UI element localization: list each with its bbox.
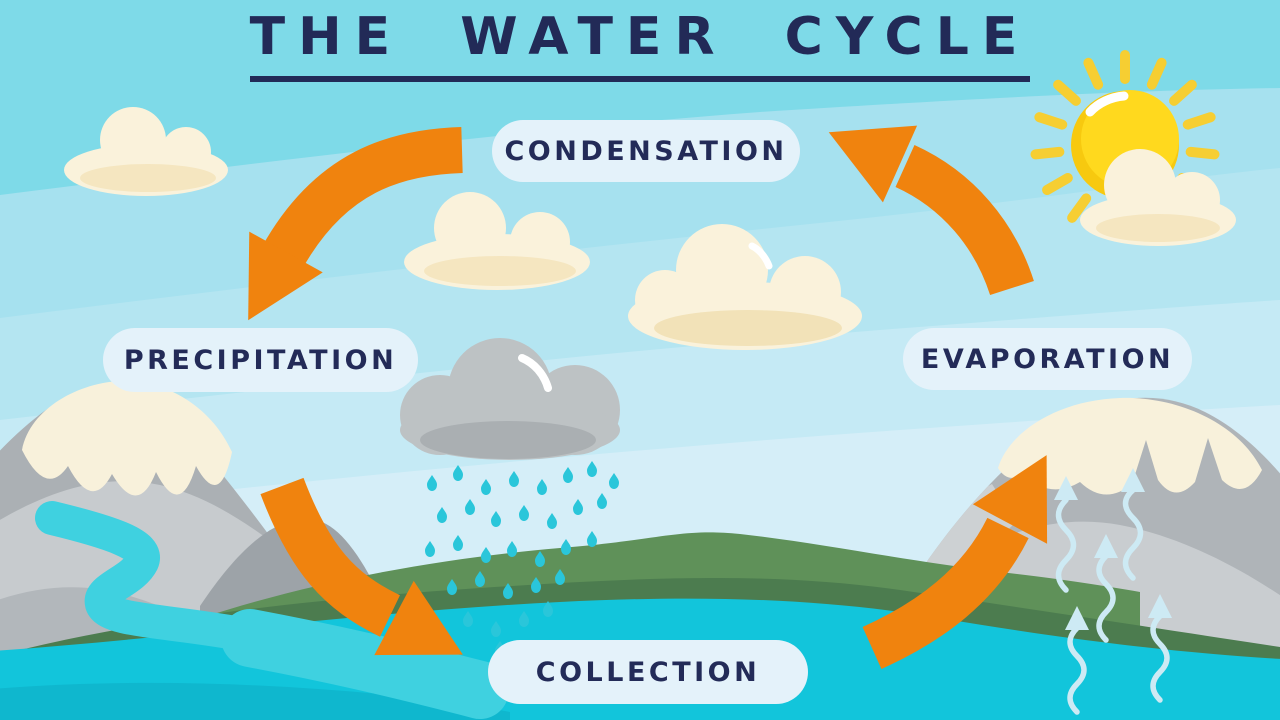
cloud-top-left: [64, 107, 228, 196]
arrow-condensation-to-precipitation: [248, 127, 463, 321]
stage-label-collection: COLLECTION: [488, 640, 808, 704]
rain-cloud: [400, 338, 620, 460]
precipitation-text: PRECIPITATION: [123, 344, 398, 376]
evaporation-vapor-arrows: [1054, 468, 1172, 715]
river: [35, 501, 509, 719]
evaporation-text: EVAPORATION: [920, 343, 1175, 375]
arrow-evaporation-to-condensation: [828, 125, 1034, 296]
condensation-text: CONDENSATION: [504, 135, 788, 167]
collection-text: COLLECTION: [535, 656, 761, 688]
page-title: THE WATER CYCLE: [0, 6, 1280, 83]
title-text: THE WATER CYCLE: [249, 6, 1031, 83]
cloud-center-large: [628, 224, 862, 350]
arrow-collection-to-evaporation: [862, 455, 1048, 669]
cloud-middle: [404, 192, 590, 290]
stage-label-evaporation: EVAPORATION: [903, 328, 1192, 390]
stage-label-precipitation: PRECIPITATION: [103, 328, 418, 392]
arrow-precipitation-to-collection: [260, 477, 463, 656]
snow-cap-right: [998, 397, 1262, 495]
stage-label-condensation: CONDENSATION: [492, 120, 800, 182]
cloud-over-sun: [1080, 149, 1236, 246]
snow-cap-left: [22, 380, 232, 496]
